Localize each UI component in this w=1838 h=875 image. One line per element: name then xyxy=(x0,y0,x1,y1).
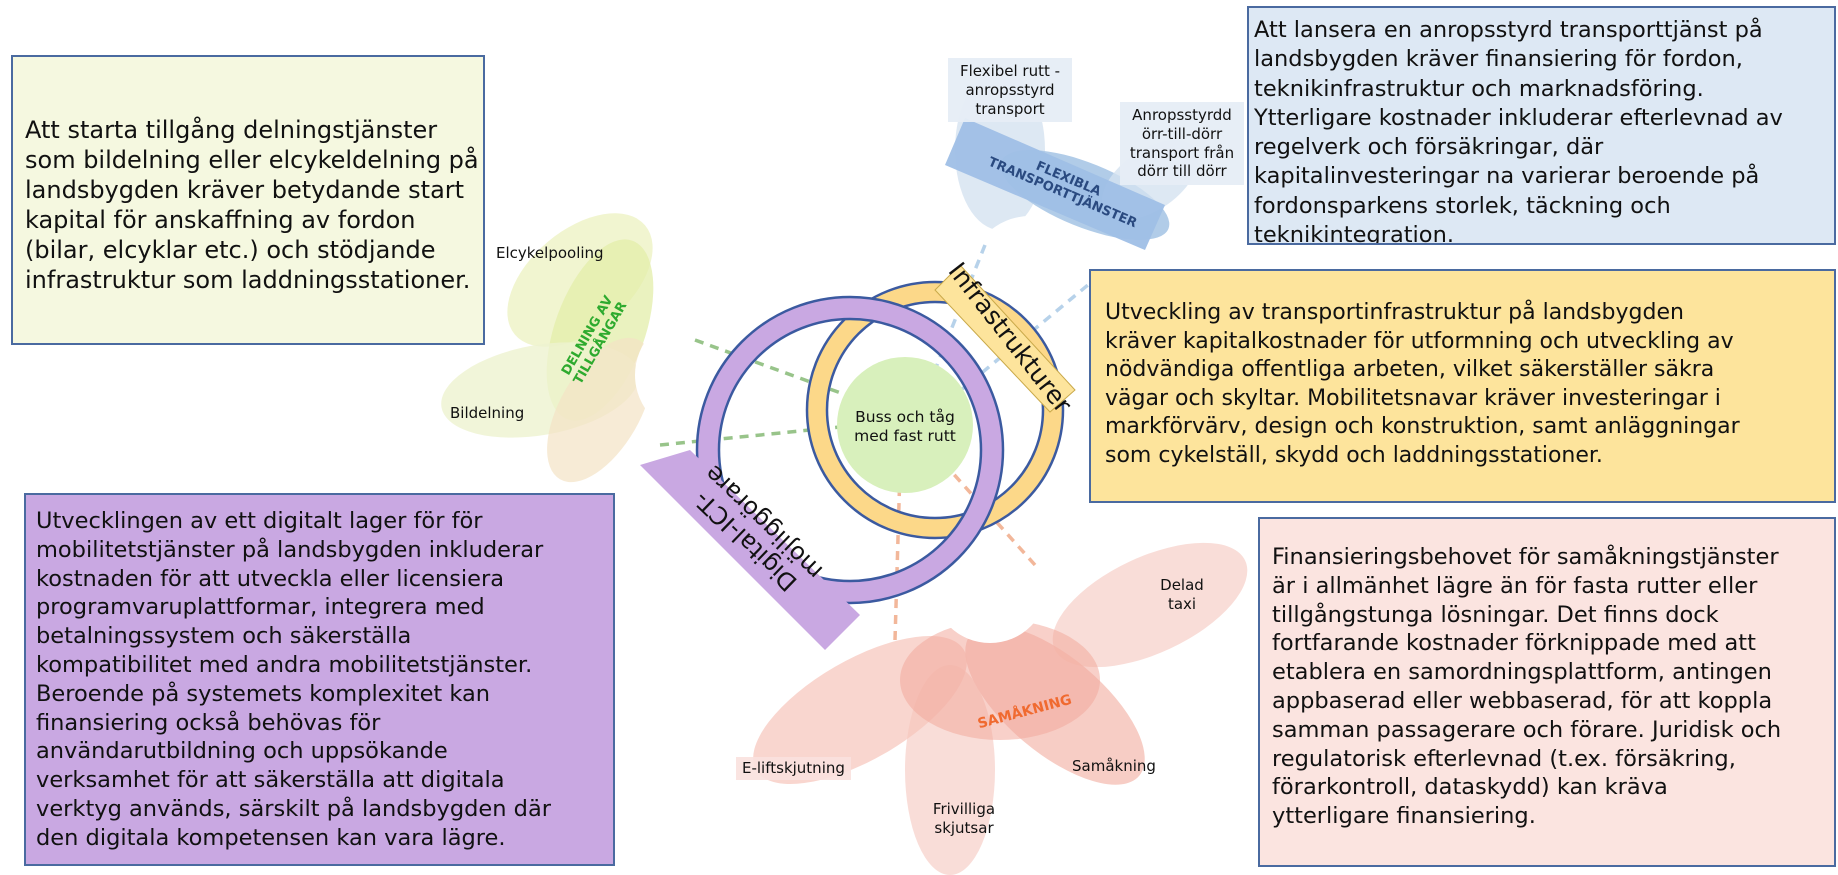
sharing-description-text: Att starta tillgång delningstjänster som… xyxy=(25,116,479,294)
sharing-item-bildelning: Bildelning xyxy=(450,404,525,422)
flex-banner xyxy=(945,118,1165,250)
infrastructure-description-text: Utveckling av transportinfrastruktur på … xyxy=(1105,300,1740,468)
carpool-item-e-liftskjutning: E-liftskjutning xyxy=(736,757,851,780)
carpool-item-delad-taxi: Delad taxi xyxy=(1160,576,1204,613)
carpool-petals xyxy=(753,527,1248,875)
carpool-description-box: Finansieringsbehovet för samåkningstjäns… xyxy=(1258,517,1836,867)
sharing-petals xyxy=(441,213,755,483)
flexible-description-text: Att lansera en anropsstyrd transporttjän… xyxy=(1254,17,1783,245)
center-label: Buss och tåg med fast rutt xyxy=(854,408,956,446)
flex-item-dorr-till-dorr: Anropsstyrdd örr-till-dörr transport frå… xyxy=(1120,102,1244,185)
sharing-description-box: Att starta tillgång delningstjänster som… xyxy=(11,55,485,345)
carpool-item-frivilliga-skjutsar: Frivilliga skjutsar xyxy=(932,800,996,837)
digital-description-text: Utvecklingen av ett digitalt lager för f… xyxy=(36,508,551,851)
infrastructure-ring xyxy=(805,264,1076,540)
digital-ring xyxy=(640,295,1005,650)
carpool-item-samakning: Samåkning xyxy=(1072,757,1156,775)
infrastructure-description-box: Utveckling av transportinfrastruktur på … xyxy=(1089,269,1836,503)
center-circle xyxy=(837,357,973,493)
flex-item-flexibel-rutt: Flexibel rutt - anropsstyrd transport xyxy=(948,58,1072,123)
digital-description-box: Utvecklingen av ett digitalt lager för f… xyxy=(24,493,615,866)
carpool-description-text: Finansieringsbehovet för samåkningstjäns… xyxy=(1272,544,1782,830)
sharing-item-elcykelpooling: Elcykelpooling xyxy=(496,244,604,262)
flexible-description-box: Att lansera en anropsstyrd transporttjän… xyxy=(1247,6,1836,245)
